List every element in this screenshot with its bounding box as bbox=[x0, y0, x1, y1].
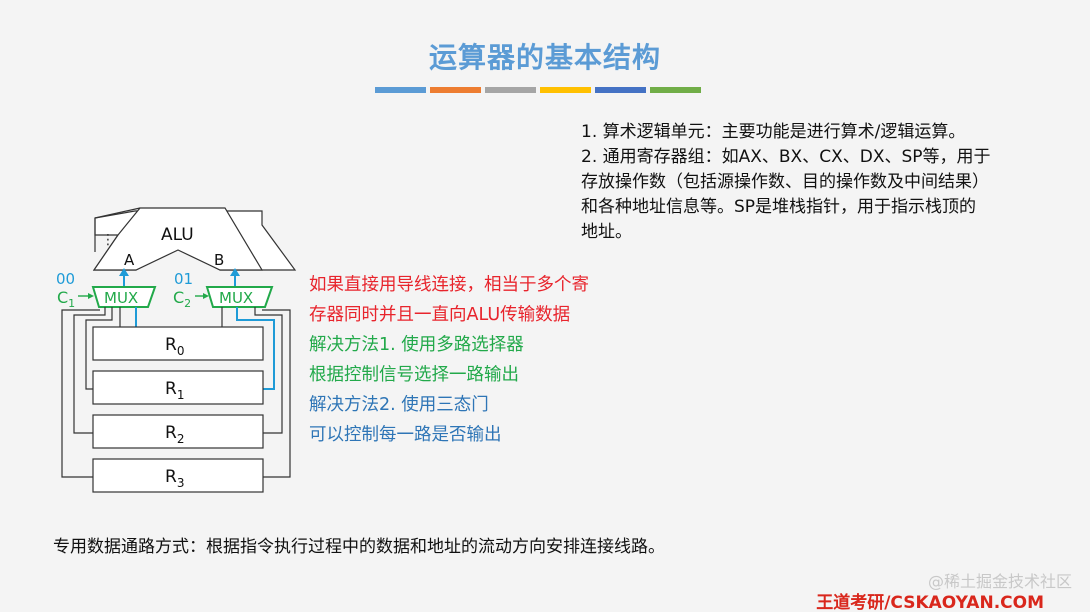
note-line: 存放操作数（包括源操作数、目的操作数及中间结果） bbox=[581, 172, 989, 192]
c1-control-code: 00 bbox=[56, 270, 75, 288]
c1-arrow-head bbox=[88, 293, 94, 299]
notes-block: 1. 算术逻辑单元：主要功能是进行算术/逻辑运算。 2. 通用寄存器组：如AX、… bbox=[581, 120, 1061, 245]
register-r0 bbox=[92, 326, 264, 361]
register-r3-label: R3 bbox=[165, 467, 184, 490]
c2-label: C2 bbox=[173, 288, 191, 310]
wire-r2-mux1 bbox=[73, 307, 106, 434]
note-line: 1. 算术逻辑单元：主要功能是进行算术/逻辑运算。 bbox=[581, 122, 966, 142]
color-bar-green bbox=[650, 87, 701, 93]
alu-label: ALU bbox=[161, 225, 194, 245]
path-r1-mux2-active bbox=[236, 307, 275, 390]
color-bar-darkblue bbox=[595, 87, 646, 93]
color-bar-blue bbox=[375, 87, 426, 93]
register-r0-label: R0 bbox=[165, 335, 184, 358]
register-r1 bbox=[92, 370, 264, 405]
note-line: 地址。 bbox=[581, 222, 632, 242]
watermark: @稀土掘金技术社区 bbox=[927, 572, 1072, 591]
wire-r3-mux2 bbox=[262, 309, 291, 478]
footer-description: 专用数据通路方式：根据指令执行过程中的数据和地址的流动方向安排连接线路。 bbox=[53, 537, 665, 557]
color-bar-yellow bbox=[540, 87, 591, 93]
alu-port-b: B bbox=[214, 251, 224, 269]
color-bar-orange bbox=[430, 87, 481, 93]
alu-top-extension bbox=[94, 207, 141, 219]
wire-r3-mux1 bbox=[61, 309, 100, 478]
mux1-arrow-head bbox=[119, 268, 129, 276]
wire-r1-mux1 bbox=[85, 307, 113, 390]
register-r2-label: R2 bbox=[165, 423, 184, 446]
alu-body bbox=[92, 207, 264, 271]
problem-line: 如果直接用导线连接，相当于多个寄 bbox=[309, 275, 589, 295]
c1-label: C1 bbox=[57, 288, 75, 310]
slide-title: 运算器的基本结构 bbox=[428, 41, 661, 74]
problem-line: 存器同时并且一直向ALU传输数据 bbox=[309, 305, 571, 325]
mux2-label: MUX bbox=[219, 289, 253, 307]
mux1-label: MUX bbox=[104, 289, 138, 307]
title-color-bars bbox=[375, 87, 701, 93]
wire-r2-mux2 bbox=[254, 307, 283, 434]
register-r2 bbox=[92, 414, 264, 449]
method1-line: 解决方法1. 使用多路选择器 bbox=[309, 335, 524, 355]
method2-line: 可以控制每一路是否输出 bbox=[309, 425, 502, 445]
mux2-arrow-head bbox=[230, 268, 240, 276]
solutions-block: 如果直接用导线连接，相当于多个寄 存器同时并且一直向ALU传输数据 解决方法1.… bbox=[309, 270, 589, 450]
method2-line: 解决方法2. 使用三态门 bbox=[309, 395, 489, 415]
brand-logo-text: 王道考研/CSKAOYAN.COM bbox=[816, 593, 1044, 613]
mux1-shape bbox=[91, 286, 157, 308]
c2-arrow-head bbox=[203, 293, 209, 299]
color-bar-gray bbox=[485, 87, 536, 93]
register-r3 bbox=[92, 458, 264, 493]
alu-port-a: A bbox=[124, 251, 135, 269]
note-line: 和各种地址信息等。SP是堆栈指针，用于指示栈顶的 bbox=[581, 197, 977, 217]
alu-dots: ⋮ bbox=[101, 232, 115, 248]
method1-line: 根据控制信号选择一路输出 bbox=[309, 365, 519, 385]
mux2-shape bbox=[205, 286, 274, 308]
register-r1-label: R1 bbox=[165, 379, 184, 402]
c2-control-code: 01 bbox=[174, 270, 193, 288]
note-line: 2. 通用寄存器组：如AX、BX、CX、DX、SP等，用于 bbox=[581, 147, 991, 167]
